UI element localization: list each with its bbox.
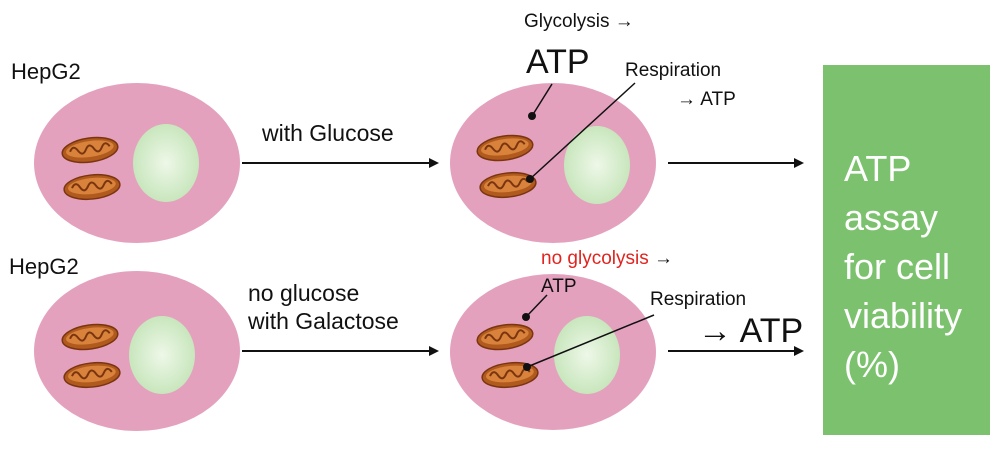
cell-line-label: HepG2 bbox=[11, 59, 81, 84]
condition-label: with Glucose bbox=[262, 120, 394, 146]
respiration-pointer bbox=[529, 82, 636, 180]
glycolysis-dot bbox=[522, 313, 530, 321]
respiration-pointer bbox=[526, 314, 655, 368]
glycolysis-pointer bbox=[531, 83, 553, 117]
no-glycolysis-atp-label: ATP bbox=[541, 276, 577, 297]
nucleus bbox=[133, 124, 199, 202]
atp-assay-label: ATP assay for cell viability (%) bbox=[844, 148, 963, 385]
nucleus bbox=[554, 316, 620, 394]
respiration-atp-label: → ATP bbox=[677, 89, 736, 110]
respiration-dot bbox=[523, 363, 531, 371]
glycolysis-label: Glycolysis → bbox=[524, 11, 634, 32]
cell-body bbox=[450, 274, 656, 430]
condition-label-line2: with Galactose bbox=[248, 308, 399, 334]
condition-label-line1: no glucose bbox=[248, 280, 360, 306]
cell-line-label: HepG2 bbox=[9, 254, 79, 279]
respiration-dot bbox=[526, 175, 534, 183]
no-glycolysis-arrow: → bbox=[654, 248, 673, 269]
glycolysis-pointer bbox=[525, 294, 548, 318]
glycolysis-dot bbox=[528, 112, 536, 120]
respiration-label: Respiration bbox=[650, 289, 747, 310]
no-glycolysis-label: no glycolysis bbox=[541, 248, 649, 269]
cell-body bbox=[450, 83, 656, 243]
glycolysis-atp-label: ATP bbox=[526, 43, 590, 81]
nucleus bbox=[129, 316, 195, 394]
no-glycolysis-line: no glycolysis → bbox=[541, 249, 673, 268]
cell-top-glucose bbox=[450, 83, 656, 243]
cell-bottom-galactose bbox=[450, 274, 656, 430]
atp-assay-box bbox=[823, 65, 990, 435]
respiration-label: Respiration bbox=[625, 60, 722, 81]
cell-top-untreated bbox=[34, 83, 240, 243]
cell-bottom-untreated bbox=[34, 271, 240, 431]
respiration-atp-label: → ATP bbox=[698, 312, 804, 350]
nucleus bbox=[564, 126, 630, 204]
